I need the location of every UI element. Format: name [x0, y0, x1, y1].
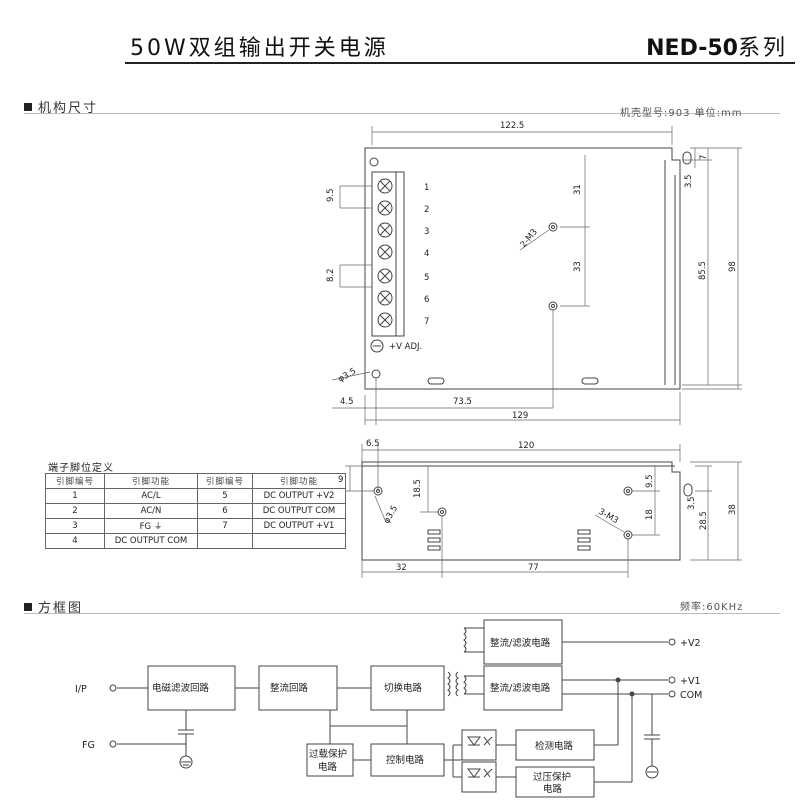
dim-6-5: 6.5: [366, 439, 380, 449]
dim-85-5: 85.5: [698, 261, 708, 280]
table-row: 1 AC/L 5 DC OUTPUT +V2: [45, 488, 346, 504]
dim-18-5: 18.5: [413, 479, 423, 498]
ip-label: I/P: [75, 684, 87, 695]
table-row: 2 AC/N 6 DC OUTPUT COM: [45, 503, 346, 519]
block-diagram-section-rule: [24, 613, 780, 614]
table-cell: FG ⏚: [104, 518, 198, 534]
dim-32: 32: [396, 563, 407, 573]
title-underline: [125, 62, 795, 64]
terminal-number: 5: [424, 273, 429, 283]
dim-3-5-top: 3.5: [684, 174, 694, 188]
rectifier-label: 整流回路: [270, 682, 309, 694]
dim-38: 38: [728, 504, 738, 515]
table-header-row: 引脚编号 引脚功能 引脚编号 引脚功能: [45, 473, 346, 489]
table-cell: 2: [45, 503, 105, 519]
terminal-number: 2: [424, 205, 429, 215]
dim-31: 31: [573, 184, 583, 195]
table-cell: 6: [197, 503, 253, 519]
table-row: 4 DC OUTPUT COM: [45, 533, 346, 549]
mechanical-section-label: 机构尺寸: [38, 101, 99, 116]
dim-33: 33: [573, 261, 583, 272]
table-row: 3 FG ⏚ 7 DC OUTPUT +V1: [45, 518, 346, 534]
table-header: 引脚功能: [104, 473, 198, 489]
side-view-drawing: [345, 444, 742, 578]
dim-width-top: 122.5: [500, 121, 524, 131]
table-cell: 1: [45, 488, 105, 504]
section-bullet-icon: [24, 103, 32, 111]
terminal-number-labels: 1 2 3 4 5 6 7: [424, 183, 429, 327]
ovp-label-line1: 过压保护: [533, 771, 571, 783]
mechanical-section-heading: 机构尺寸: [24, 97, 98, 116]
model-number: NED-50: [646, 36, 738, 61]
terminal-number: 3: [424, 227, 429, 237]
control-label: 控制电路: [386, 754, 425, 766]
model-series-title: NED-50系列: [646, 30, 788, 62]
dim-hole-label-side: 3-M3: [597, 507, 620, 526]
terminal-screws: [377, 178, 393, 328]
rect-filter-v2-label: 整流/滤波电路: [490, 637, 551, 649]
table-cell: DC OUTPUT COM: [104, 533, 198, 549]
dim-3-5-side: 3.5: [687, 496, 697, 510]
table-cell: 4: [45, 533, 105, 549]
table-cell: [252, 533, 346, 549]
vadj-label: +V ADJ.: [389, 342, 422, 352]
block-diagram: [109, 619, 676, 798]
table-cell: DC OUTPUT +V1: [252, 518, 346, 534]
dim-28-5: 28.5: [699, 511, 709, 530]
page-title: 50W双组输出开关电源: [130, 36, 389, 61]
mechanical-section-rule: [24, 113, 780, 114]
rect-filter-v1-box: [483, 665, 563, 711]
dim-129: 129: [512, 411, 528, 421]
dim-98: 98: [728, 261, 738, 272]
table-cell: DC OUTPUT +V2: [252, 488, 346, 504]
model-series-suffix: 系列: [737, 36, 788, 61]
table-cell: DC OUTPUT COM: [252, 503, 346, 519]
dim-120: 120: [518, 441, 534, 451]
pin-definition-table: 引脚编号 引脚功能 引脚编号 引脚功能 1 AC/L 5 DC OUTPUT +…: [45, 473, 346, 549]
frequency-note: 频率:60KHz: [680, 602, 744, 613]
detect-label: 检测电路: [535, 740, 574, 752]
table-cell: 7: [197, 518, 253, 534]
dim-4-5: 4.5: [340, 397, 354, 407]
case-model-note: 机壳型号:903 单位:mm: [620, 108, 743, 119]
olp-label-line1: 过载保护: [309, 748, 347, 760]
table-header: 引脚编号: [45, 473, 105, 489]
table-cell: AC/L: [104, 488, 198, 504]
output-v2-label: +V2: [680, 638, 701, 649]
block-diagram-section-label: 方框图: [38, 601, 84, 616]
dim-hole-dia-top: φ3.5: [337, 366, 359, 384]
dim-18: 18: [645, 509, 655, 520]
terminal-number: 4: [424, 249, 429, 259]
dim-77: 77: [528, 563, 539, 573]
dim-73-5: 73.5: [453, 397, 472, 407]
dim-7: 7: [699, 155, 709, 160]
table-header: 引脚功能: [252, 473, 346, 489]
dim-9-5-side: 9.5: [645, 474, 655, 488]
output-com-label: COM: [680, 690, 702, 701]
block-diagram-section-heading: 方框图: [24, 597, 83, 616]
switching-label: 切换电路: [384, 682, 423, 694]
dim-hole-dia-side: φ3.5: [382, 504, 400, 526]
terminal-number: 6: [424, 295, 429, 305]
terminal-number: 1: [424, 183, 429, 193]
table-cell: 5: [197, 488, 253, 504]
dim-pitch-b: 8.2: [326, 268, 336, 282]
emi-filter-label: 电磁滤波回路: [152, 682, 210, 694]
section-bullet-icon: [24, 603, 32, 611]
table-cell: AC/N: [104, 503, 198, 519]
terminal-number: 7: [424, 317, 429, 327]
output-v1-label: +V1: [680, 676, 701, 687]
dim-pitch-a: 9.5: [326, 188, 336, 202]
table-cell: 3: [45, 518, 105, 534]
fg-label: FG: [82, 740, 95, 751]
ovp-label-line2: 电路: [543, 783, 563, 795]
table-header: 引脚编号: [197, 473, 253, 489]
table-cell: [197, 533, 253, 549]
pin-table-title: 端子脚位定义: [48, 463, 114, 474]
top-view-drawing: [331, 126, 742, 425]
rect-filter-v1-label: 整流/滤波电路: [490, 682, 551, 694]
olp-label-line2: 电路: [318, 761, 338, 773]
